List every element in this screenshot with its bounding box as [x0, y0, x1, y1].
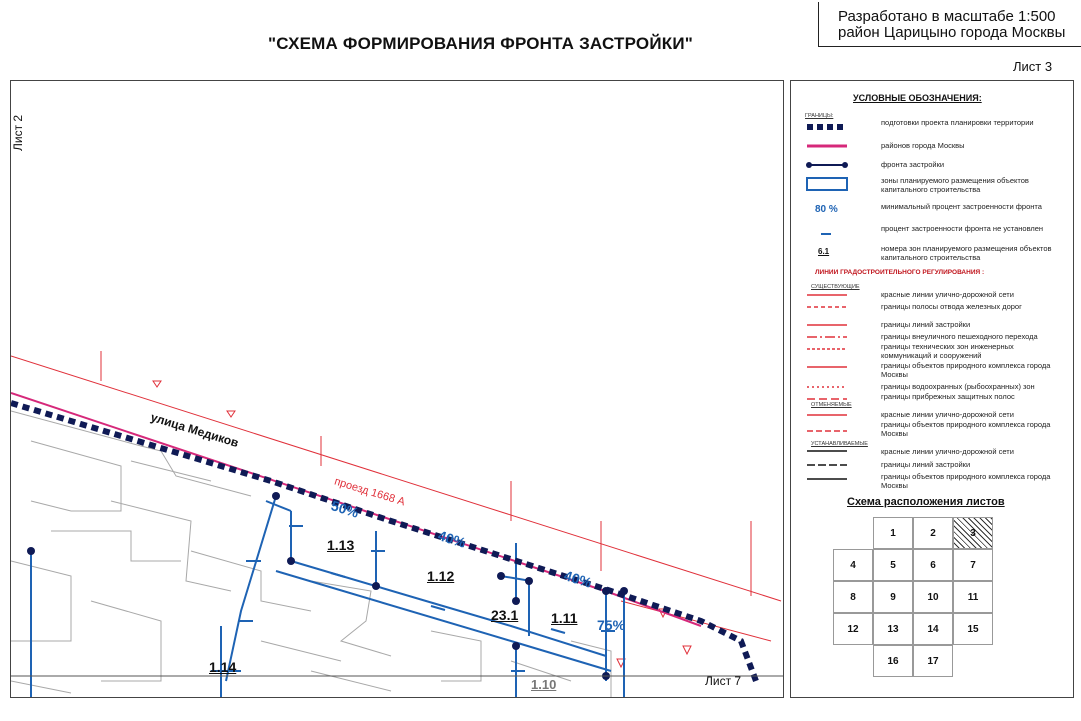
title-stamp [818, 2, 1081, 47]
front-lines [30, 495, 625, 697]
stamp-district: район Царицыно города Москвы [838, 24, 1066, 41]
sheet-cell-9[interactable]: 9 [873, 581, 913, 613]
zone-1-11[interactable]: 1.11 [551, 610, 578, 626]
sheet-cell-16[interactable]: 16 [873, 645, 913, 677]
sheet-cell-8[interactable]: 8 [833, 581, 873, 613]
legend-existing-5: границы объектов природного комплекса го… [881, 361, 1051, 379]
legend-established-2: границы объектов природного комплекса го… [881, 472, 1051, 490]
sheet-cell-12[interactable]: 12 [833, 613, 873, 645]
planning-boundary [11, 400, 759, 683]
legend-sample-zone: 6.1 [818, 247, 830, 256]
percent-75: 75% [597, 617, 626, 633]
legend-item-districts: районов города Москвы [881, 141, 965, 150]
legend-existing-1: границы полосы отвода железных дорог [881, 302, 1022, 311]
legend-cancelled-label: ОТМЕНЯЕМЫЕ [811, 402, 852, 408]
legend-existing-3: границы внеуличного пешеходного перехода [881, 332, 1038, 341]
legend-heading: УСЛОВНЫЕ ОБОЗНАЧЕНИЯ: [853, 93, 982, 103]
sheet-cell-15[interactable]: 15 [953, 613, 993, 645]
legend-established-0: красные линии улично-дорожной сети [881, 447, 1014, 456]
sheet-cell-11[interactable]: 11 [953, 581, 993, 613]
sheet-cell-10[interactable]: 10 [913, 581, 953, 613]
legend-symbols [806, 124, 848, 480]
stamp-scale: Разработано в масштабе 1:500 [838, 8, 1056, 25]
legend-cancelled-0: красные линии улично-дорожной сети [881, 410, 1014, 419]
zone-1-10[interactable]: 1.10 [531, 677, 557, 692]
legend-item-front: фронта застройки [881, 160, 945, 169]
sheet-cell-4[interactable]: 4 [833, 549, 873, 581]
legend-item-planning: подготовки проекта планировки территории [881, 118, 1034, 127]
legend-item-min-percent: минимальный процент застроенности фронта [881, 202, 1042, 211]
legend-existing-6: границы водоохранных (рыбоохранных) зон [881, 382, 1035, 391]
sheet-cell-14[interactable]: 14 [913, 613, 953, 645]
sheet-cell-17[interactable]: 17 [913, 645, 953, 677]
sheet-schema-title: Схема расположения листов [847, 496, 1005, 508]
legend-established-label: УСТАНАВЛИВАЕМЫЕ [811, 441, 868, 447]
sheet-cell-13[interactable]: 13 [873, 613, 913, 645]
legend-existing-label: СУЩЕСТВУЮЩИЕ [811, 284, 860, 290]
legend-red-lines-heading: ЛИНИИ ГРАДОСТРОИТЕЛЬНОГО РЕГУЛИРОВАНИЯ : [815, 269, 985, 276]
sheet-cell-3[interactable]: 3 [953, 517, 993, 549]
legend-sample-percent: 80 % [815, 204, 838, 215]
sheet-cell-1[interactable]: 1 [873, 517, 913, 549]
sheet-cell-5[interactable]: 5 [873, 549, 913, 581]
legend-panel: УСЛОВНЫЕ ОБОЗНАЧЕНИЯ: ГРАНИЦЫ: подготовк… [790, 80, 1074, 698]
legend-existing-2: границы линий застройки [881, 320, 971, 329]
legend-existing-4: границы технических зон инженерных комму… [881, 342, 1014, 360]
zone-1-12[interactable]: 1.12 [427, 568, 455, 584]
base-buildings [11, 410, 612, 697]
legend-existing-0: красные линии улично-дорожной сети [881, 290, 1014, 299]
sheet-cell-2[interactable]: 2 [913, 517, 953, 549]
legend-cancelled-1: границы объектов природного комплекса го… [881, 420, 1051, 438]
sheet-cell-7[interactable]: 7 [953, 549, 993, 581]
front-dashes [239, 525, 615, 672]
sheet-number: Лист 3 [1013, 59, 1053, 74]
page-title: "СХЕМА ФОРМИРОВАНИЯ ФРОНТА ЗАСТРОЙКИ" [268, 34, 694, 53]
legend-item-no-percent: процент застроенности фронта не установл… [881, 224, 1044, 233]
zone-1-13[interactable]: 1.13 [327, 537, 355, 553]
legend-borders-label: ГРАНИЦЫ: [805, 113, 834, 119]
legend-item-zone-numbers: номера зон планируемого размещения объек… [881, 244, 1052, 262]
bottom-sheet-label[interactable]: Лист 7 [705, 674, 742, 688]
map-area[interactable]: Лист 2 улица Медиков проезд 1668 А 50% 4… [10, 80, 784, 698]
legend-item-zones: зоны планируемого размещения объектов ка… [881, 176, 1029, 194]
legend-existing-7: границы прибрежных защитных полос [881, 392, 1015, 401]
map-canvas [11, 351, 783, 697]
red-lines [11, 351, 782, 669]
zone-1-14[interactable]: 1.14 [209, 659, 237, 675]
zone-23-1[interactable]: 23.1 [491, 607, 519, 623]
sheet-cell-6[interactable]: 6 [913, 549, 953, 581]
left-sheet-label[interactable]: Лист 2 [11, 114, 25, 151]
legend-established-1: границы линий застройки [881, 460, 971, 469]
